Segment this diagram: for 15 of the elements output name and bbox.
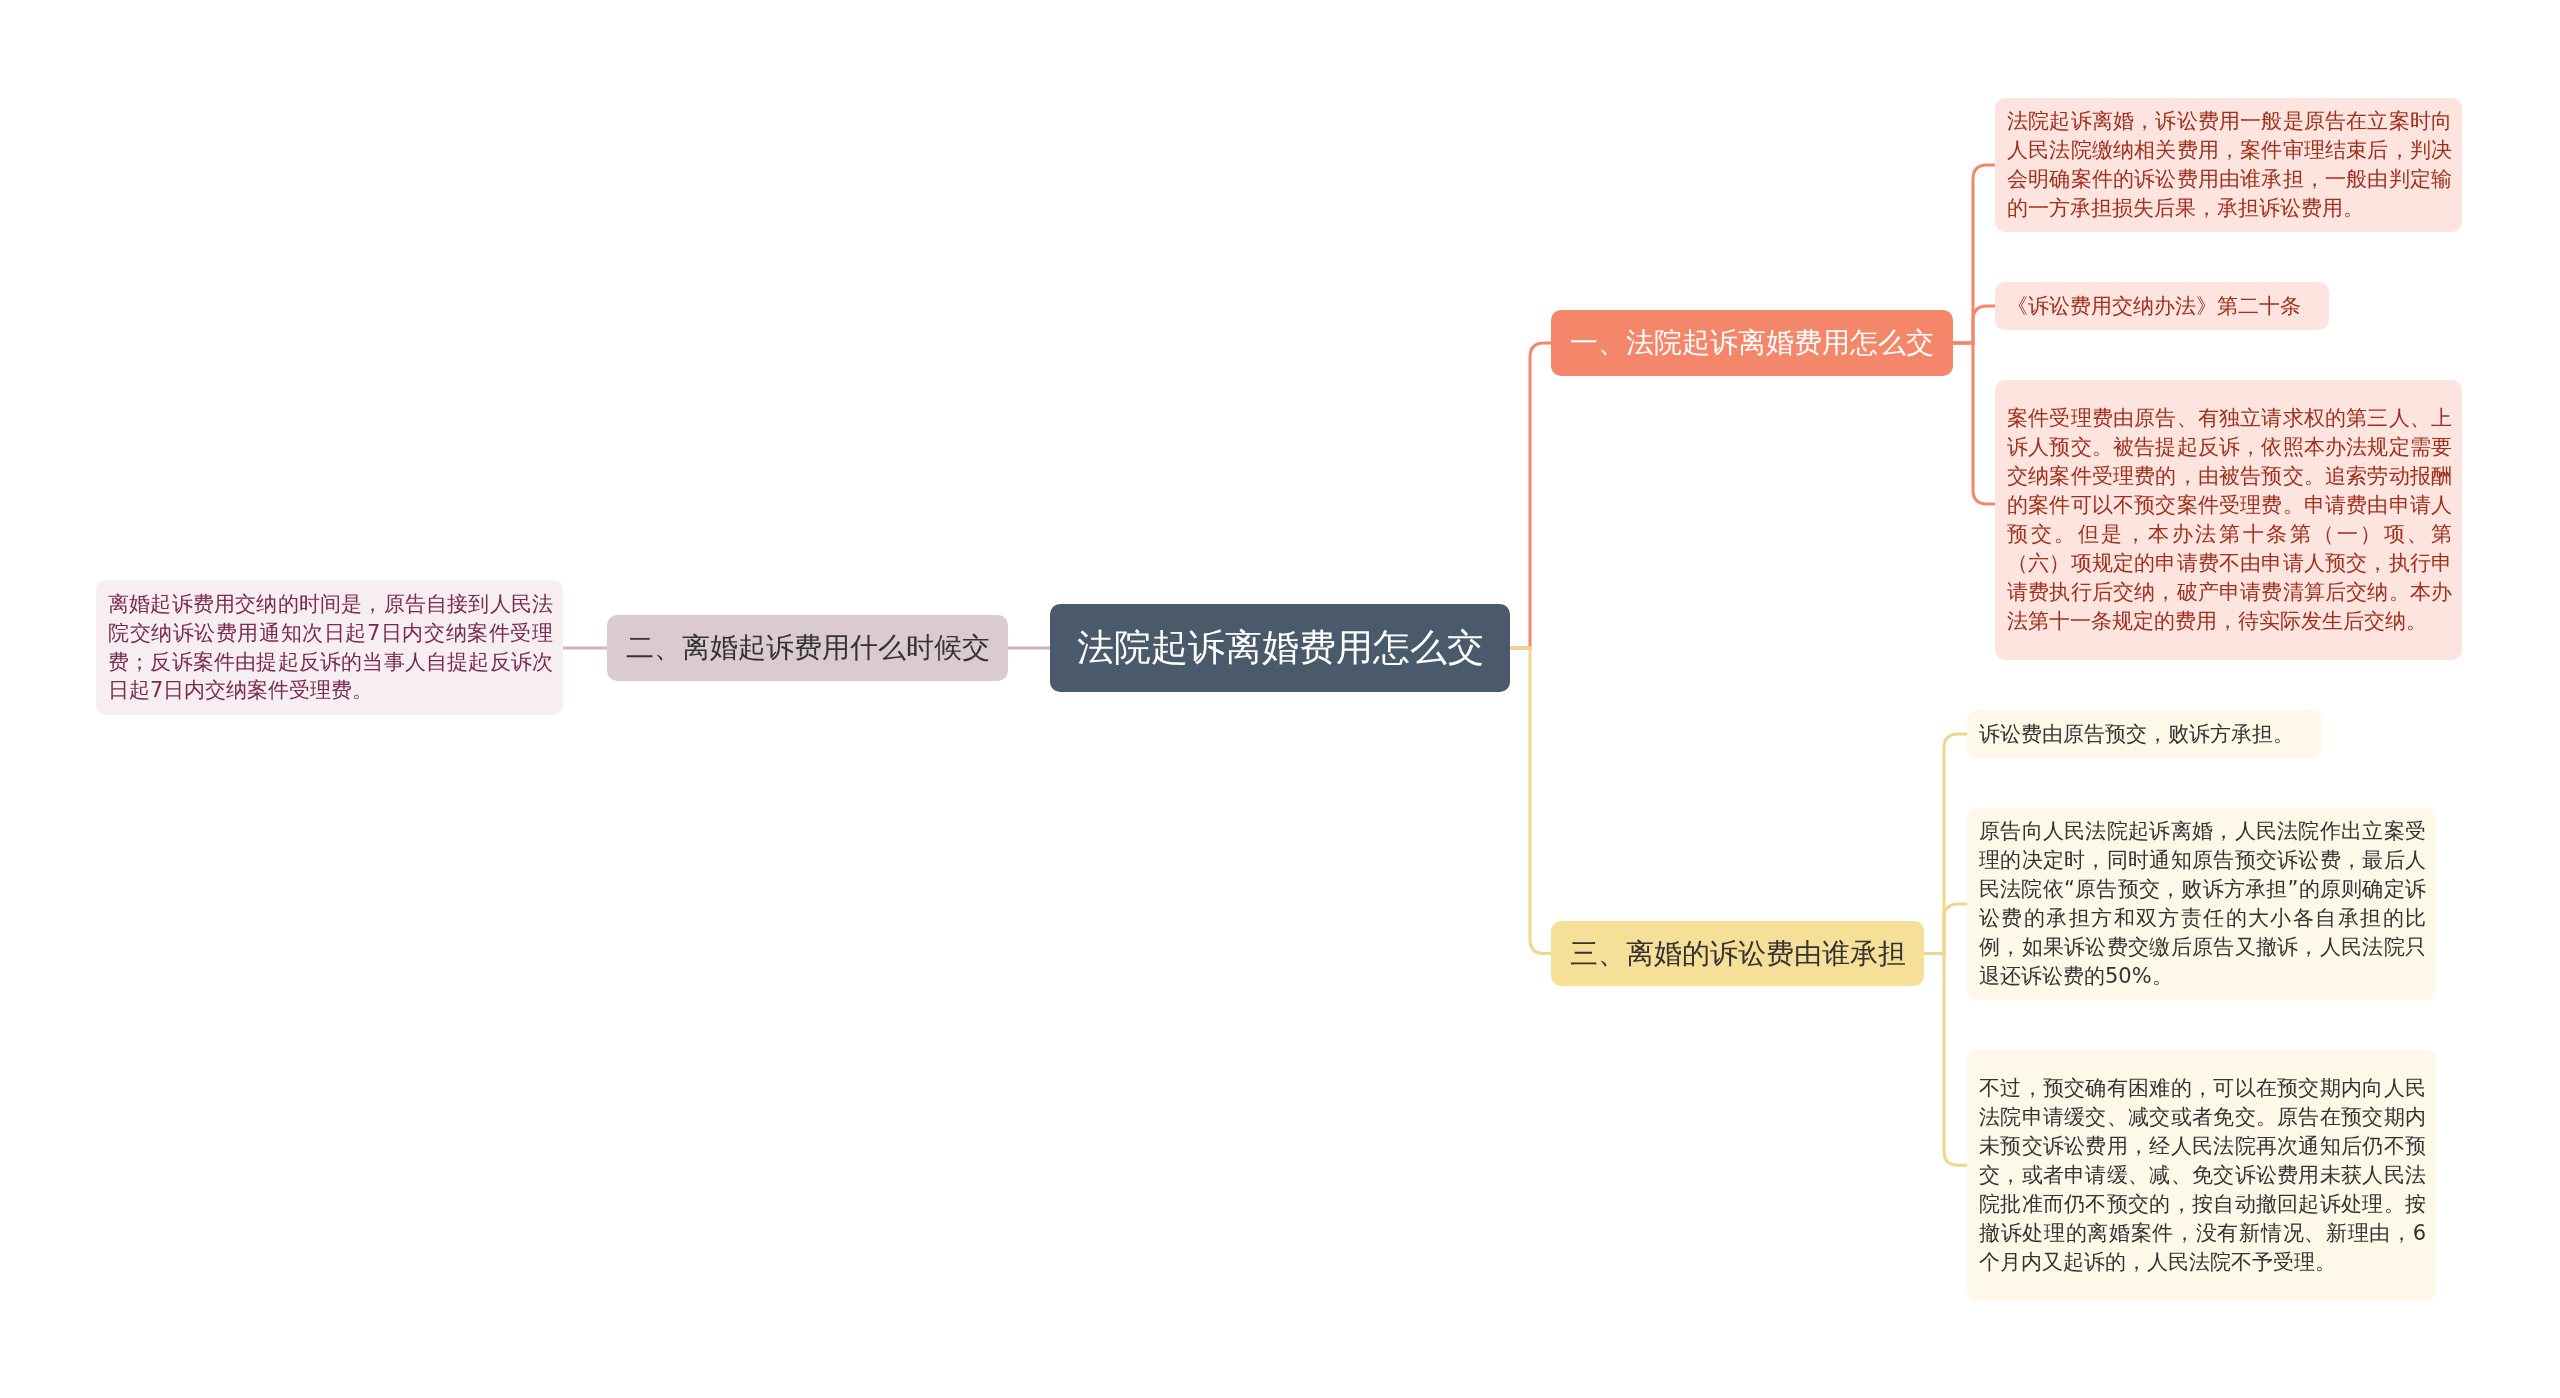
note-box: 案件受理费由原告、有独立请求权的第三人、上诉人预交。被告提起反诉，依照本办法规定需要交纳案件受理费的，由被告预交。追索劳动报酬的案件可以不预交案件受理费。申请费由申请人预交。但是，本办法第十条第（一）项、第（六）项规定的申请费不由申请人预交，执行申请费执行后交纳，破产申请费清算后交纳。本办法第十一条规定的费用，待实际发生后交纳。 [1995,380,2462,660]
note-box: 不过，预交确有困难的，可以在预交期内向人民法院申请缓交、减交或者免交。原告在预交期内未预交诉讼费用，经人民法院再次通知后仍不预交，或者申请缓、减、免交诉讼费用未获人民法院批准而仍不预交的，按自动撤回起诉处理。按撤诉处理的离婚案件，没有新情况、新理由，6个月内又起诉的，人民法院不予受理。 [1967,1050,2436,1301]
note-box: 离婚起诉费用交纳的时间是，原告自接到人民法院交纳诉讼费用通知次日起7日内交纳案件受理费；反诉案件由提起反诉的当事人自提起反诉次日起7日内交纳案件受理费。 [96,580,563,715]
note-box: 原告向人民法院起诉离婚，人民法院作出立案受理的决定时，同时通知原告预交诉讼费，最后人民法院依“原告预交，败诉方承担”的原则确定诉讼费的承担方和双方责任的大小各自承担的比例，如果诉讼费交缴后原告又撤诉，人民法院只退还诉讼费的50%。 [1967,808,2436,1000]
note-box: 《诉讼费用交纳办法》第二十条 [1995,282,2329,330]
connector-line [1953,341,1995,506]
branch-topic-box: 一、法院起诉离婚费用怎么交 [1551,310,1953,376]
root-topic-box: 法院起诉离婚费用怎么交 [1050,604,1510,692]
branch-topic-box: 二、离婚起诉费用什么时候交 [607,615,1008,681]
connector-line [1008,646,1050,650]
connector-line [563,646,607,650]
note-box: 法院起诉离婚，诉讼费用一般是原告在立案时向人民法院缴纳相关费用，案件审理结束后，判决会明确案件的诉讼费用由谁承担，一般由判定输的一方承担损失后果，承担诉讼费用。 [1995,98,2462,232]
connector-line [1510,646,1551,955]
note-box: 诉讼费由原告预交，败诉方承担。 [1967,710,2322,758]
branch-topic-box: 三、离婚的诉讼费由谁承担 [1551,921,1924,986]
